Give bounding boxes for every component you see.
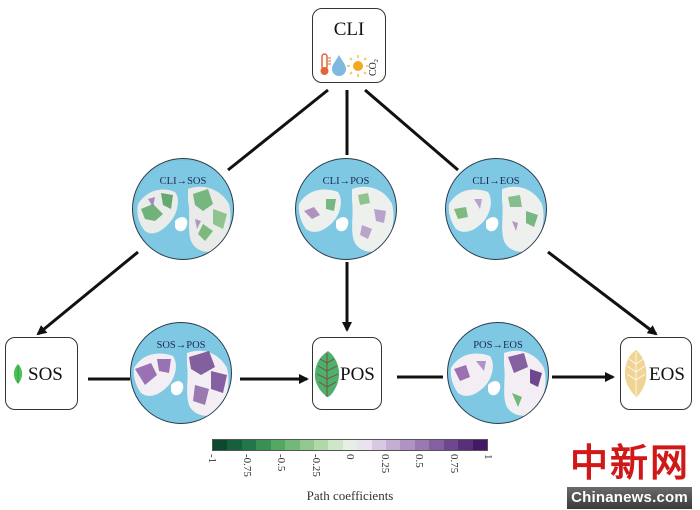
colorbar-cell [443, 440, 459, 450]
colorbar-cell [213, 440, 228, 450]
colorbar-cell [429, 440, 444, 450]
colorbar-tick-label: -0.25 [309, 454, 322, 477]
colorbar-cell [241, 440, 257, 450]
colorbar-tick-label: -0.75 [240, 454, 253, 477]
green-leaf-small-icon [13, 364, 23, 384]
map-label-cli-eos: CLI→EOS [472, 176, 520, 187]
colorbar-title: Path coefficients [306, 488, 394, 503]
eos-label: EOS [649, 364, 685, 385]
eos-node: EOS [620, 337, 692, 410]
map-pos-eos: POS→EOS [447, 322, 549, 424]
map-cli-eos: CLI→EOS [445, 158, 547, 260]
chinanews-logo-chinese: 中新网 [570, 440, 691, 485]
colorbar-cell [472, 440, 488, 450]
colorbar-tick-label: -1 [206, 454, 218, 464]
cli-label: CLI [333, 19, 365, 40]
colorbar-cell [414, 440, 430, 450]
colorbar-cell [299, 440, 314, 450]
colorbar-cell [285, 440, 300, 450]
colorbar-cell [342, 440, 358, 450]
thermometer-icon [320, 53, 331, 75]
colorbar-cell [256, 440, 271, 450]
cli-icons: CO2 [319, 53, 381, 77]
co2-icon: CO2 [368, 59, 380, 76]
map-label-sos-pos: SOS→POS [156, 340, 206, 351]
chinanews-logo-english: Chinanews.com [567, 487, 692, 509]
sos-node: SOS [5, 337, 78, 410]
colorbar-cell [270, 440, 286, 450]
pos-node: POS [312, 337, 382, 410]
colorbar-cell [227, 440, 242, 450]
colorbar-tick-label: 1 [482, 454, 494, 460]
colorbar-cell [400, 440, 415, 450]
colorbar-tick-label: -0.5 [275, 454, 287, 472]
colorbar-cell [386, 440, 401, 450]
sos-label: SOS [28, 364, 63, 385]
map-label-pos-eos: POS→EOS [473, 340, 523, 351]
map-label-cli-sos: CLI→SOS [159, 176, 207, 187]
svg-text:CO2: CO2 [368, 59, 380, 76]
map-sos-pos: SOS→POS [130, 322, 232, 424]
colorbar-cell [313, 440, 329, 450]
pos-label: POS [340, 364, 375, 385]
green-leaf-large-icon [314, 351, 340, 397]
colorbar-cell [458, 440, 473, 450]
colorbar-tick-label: 0 [344, 454, 356, 460]
water-drop-icon [332, 55, 346, 76]
colorbar-tick-label: 0.25 [378, 454, 391, 474]
yellow-leaf-icon [624, 350, 647, 397]
colorbar-tick-label: 0.75 [447, 454, 460, 474]
colorbar-cell [357, 440, 372, 450]
map-label-cli-pos: CLI→POS [322, 176, 370, 187]
colorbar [212, 439, 488, 451]
colorbar-tick-label: 0.5 [413, 454, 425, 468]
map-cli-sos: CLI→SOS [132, 158, 234, 260]
cli-node: CLI CO2 [312, 8, 386, 83]
colorbar-cell [371, 440, 387, 450]
sun-icon [347, 55, 369, 77]
colorbar-cell [328, 440, 343, 450]
map-cli-pos: CLI→POS [295, 158, 397, 260]
